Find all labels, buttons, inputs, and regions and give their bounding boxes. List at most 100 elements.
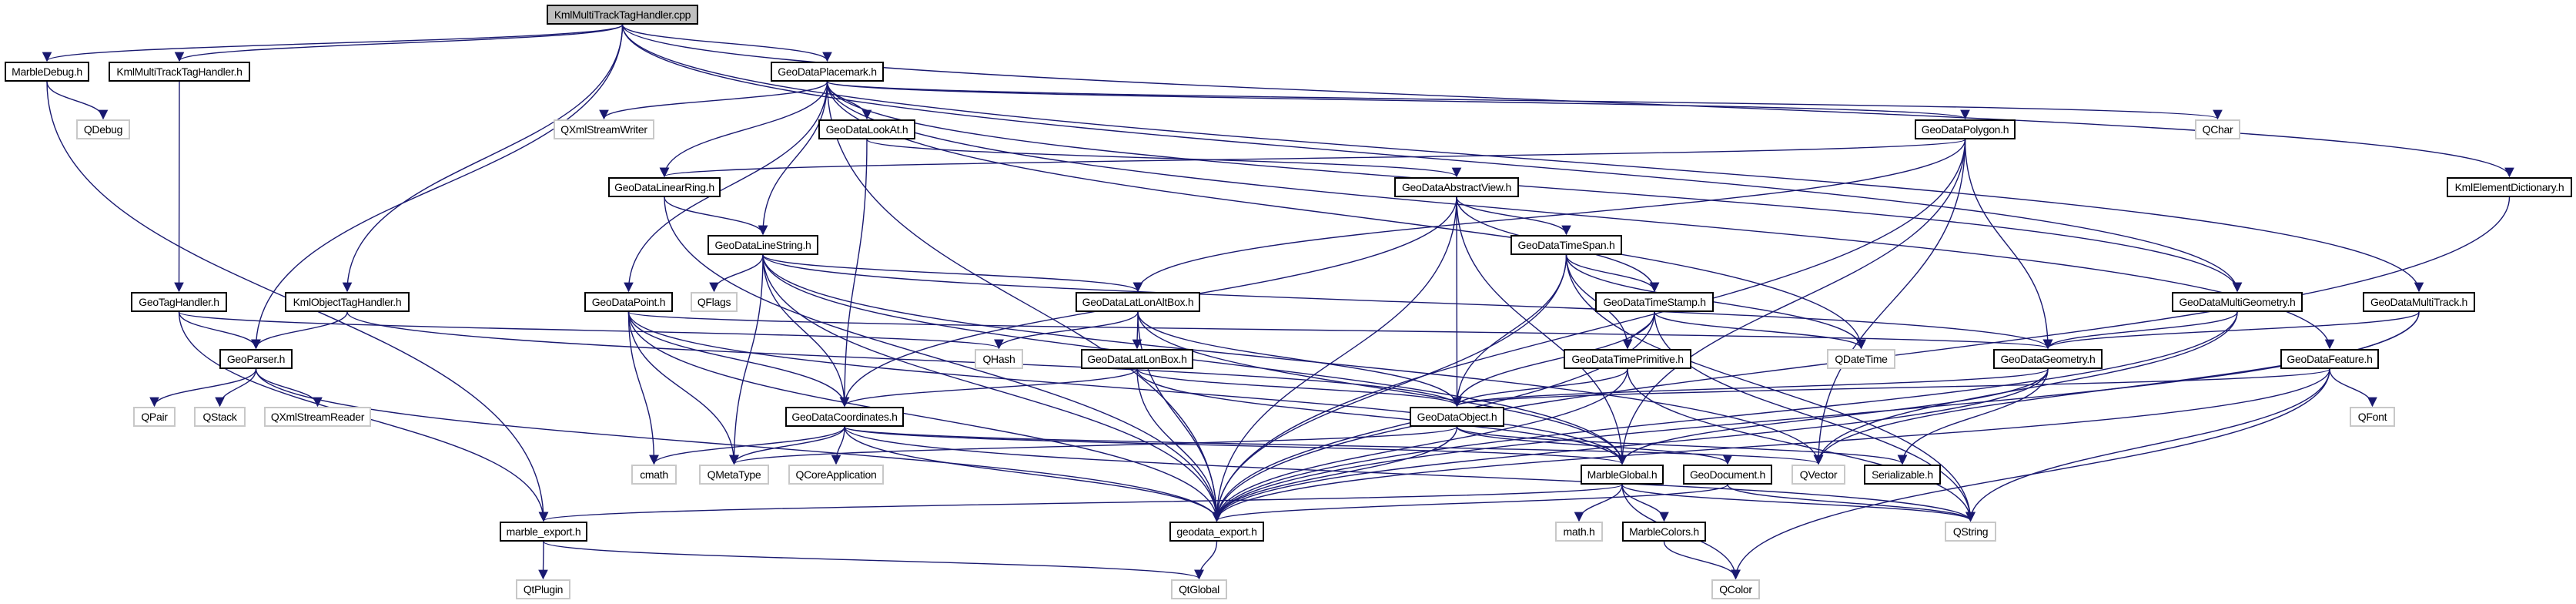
edge-timespan-to-qdatetime <box>1565 254 1866 350</box>
node-geoparser[interactable]: GeoParser.h <box>219 349 293 369</box>
node-label: GeoDataObject.h <box>1417 411 1497 423</box>
node-point[interactable]: GeoDataPoint.h <box>584 292 673 312</box>
node-marbledebug[interactable]: MarbleDebug.h <box>5 62 89 82</box>
node-multigeometry[interactable]: GeoDataMultiGeometry.h <box>2172 292 2303 312</box>
edge-cpp-to-multitrack <box>621 24 2424 293</box>
node-latlonbox[interactable]: GeoDataLatLonBox.h <box>1081 349 1193 369</box>
edge-latlonaltbox-to-qhash <box>994 311 1139 350</box>
node-qmetatype: QMetaType <box>699 465 769 485</box>
node-label: QtPlugin <box>523 583 564 596</box>
node-object[interactable]: GeoDataObject.h <box>1410 407 1504 427</box>
node-linearring[interactable]: GeoDataLinearRing.h <box>608 177 721 197</box>
node-label: GeoParser.h <box>226 353 286 365</box>
node-cmath: cmath <box>631 465 677 485</box>
edge-abstractview-to-geodataexport <box>1212 196 1457 522</box>
node-timestamp[interactable]: GeoDataTimeStamp.h <box>1595 292 1714 312</box>
edge-point-to-geometry <box>627 311 2052 350</box>
node-label: QFlags <box>697 296 731 308</box>
edge-polygon-to-geometry <box>1964 139 2053 350</box>
node-geodataexport[interactable]: geodata_export.h <box>1169 522 1264 542</box>
edge-placemark-to-point <box>624 81 828 293</box>
edge-geoparser-to-geodataexport <box>255 368 1222 522</box>
edge-placemark-to-geodataexport <box>826 81 1222 522</box>
node-latlonaltbox[interactable]: GeoDataLatLonAltBox.h <box>1076 292 1200 312</box>
node-qvector: QVector <box>1791 465 1845 485</box>
node-label: math.h <box>1563 525 1595 538</box>
node-qxmlreader: QXmlStreamReader <box>264 407 371 427</box>
node-label: QXmlStreamReader <box>270 411 365 423</box>
edge-coordinates-to-cmath <box>649 426 845 465</box>
edge-timestamp-to-object <box>1452 311 1655 408</box>
node-label: QXmlStreamWriter <box>560 123 647 136</box>
node-label: QFont <box>2357 411 2387 423</box>
node-linestring[interactable]: GeoDataLineString.h <box>708 235 818 255</box>
node-kmldict[interactable]: KmlElementDictionary.h <box>2447 177 2572 197</box>
edge-abstractview-to-timespan <box>1456 196 1571 236</box>
node-label: GeoTagHandler.h <box>139 296 219 308</box>
edge-linestring-to-geometry <box>762 254 2052 350</box>
node-label: GeoDocument.h <box>1689 468 1766 481</box>
node-lookat[interactable]: GeoDataLookAt.h <box>818 119 915 139</box>
edge-polygon-to-linearring <box>660 139 1966 178</box>
edge-point-to-qmetatype <box>627 311 739 465</box>
node-label: QPair <box>141 411 168 423</box>
edge-cpp-to-kmlmtth <box>174 24 624 62</box>
node-marblecolors[interactable]: MarbleColors.h <box>1622 522 1706 542</box>
node-serializable[interactable]: Serializable.h <box>1864 465 1941 485</box>
edge-placemark-to-polygon <box>826 81 1970 120</box>
node-geotaghandler[interactable]: GeoTagHandler.h <box>131 292 227 312</box>
node-label: GeoDataPlacemark.h <box>778 65 877 78</box>
node-geometry[interactable]: GeoDataGeometry.h <box>1993 349 2103 369</box>
edge-object-to-qmetatype <box>729 426 1458 465</box>
edge-timespan-to-timestamp <box>1565 254 1660 293</box>
edge-polygon-to-latlonaltbox <box>1132 139 1966 293</box>
edge-object-to-geodocument <box>1456 426 1733 465</box>
edge-marbleglobal-to-mathh <box>1574 484 1623 522</box>
edge-polygon-to-qvector <box>1813 139 1966 465</box>
node-label: KmlObjectTagHandler.h <box>293 296 402 308</box>
node-label: QString <box>1952 525 1989 538</box>
edge-kmlobjtag-to-geoparser <box>251 311 348 350</box>
node-label: GeoDataLookAt.h <box>825 123 908 136</box>
node-polygon[interactable]: GeoDataPolygon.h <box>1915 119 2016 139</box>
edge-object-to-serializable <box>1456 426 1908 465</box>
node-label: GeoDataLatLonBox.h <box>1087 353 1187 365</box>
edge-timespan-to-qstring <box>1565 254 1975 522</box>
node-coordinates[interactable]: GeoDataCoordinates.h <box>785 407 904 427</box>
node-label: QDateTime <box>1835 353 1888 365</box>
edge-marbleexport-to-qtglobal <box>543 541 1204 580</box>
node-timeprimitive[interactable]: GeoDataTimePrimitive.h <box>1564 349 1691 369</box>
node-cpp[interactable]: KmlMultiTrackTagHandler.cpp <box>547 5 698 25</box>
node-label: GeoDataAbstractView.h <box>1401 181 1512 193</box>
node-label: GeoDataLatLonAltBox.h <box>1082 296 1194 308</box>
node-label: QHash <box>982 353 1015 365</box>
node-qchar: QChar <box>2195 119 2240 139</box>
edge-timeprimitive-to-qstring <box>1627 368 1975 522</box>
node-kmlmtth[interactable]: KmlMultiTrackTagHandler.h <box>109 62 250 82</box>
edge-latlonbox-to-object <box>1136 368 1462 408</box>
edge-kmlmtth-to-geotaghandler <box>174 81 184 293</box>
edge-feature-to-qfont <box>2329 368 2377 408</box>
edge-multitrack-to-geodataexport <box>1212 311 2420 522</box>
node-kmlobjtag[interactable]: KmlObjectTagHandler.h <box>285 292 410 312</box>
edge-linestring-to-coordinates <box>762 254 850 408</box>
edge-abstractview-to-marbleglobal <box>1456 196 1628 465</box>
edge-linestring-to-qmetatype <box>729 254 764 465</box>
node-qdatetime: QDateTime <box>1827 349 1895 369</box>
node-mathh: math.h <box>1555 522 1603 542</box>
edge-linearring-to-linestring <box>664 196 768 236</box>
node-label: marble_export.h <box>506 525 581 538</box>
edge-placemark-to-qchar <box>826 81 2222 120</box>
node-feature[interactable]: GeoDataFeature.h <box>2280 349 2379 369</box>
node-qtglobal: QtGlobal <box>1171 579 1227 599</box>
node-marbleglobal[interactable]: MarbleGlobal.h <box>1581 465 1664 485</box>
node-abstractview[interactable]: GeoDataAbstractView.h <box>1394 177 1519 197</box>
node-label: QVector <box>1799 468 1838 481</box>
node-geodocument[interactable]: GeoDocument.h <box>1683 465 1772 485</box>
node-label: QMetaType <box>707 468 761 481</box>
node-placemark[interactable]: GeoDataPlacemark.h <box>771 62 884 82</box>
node-marbleexport[interactable]: marble_export.h <box>500 522 587 542</box>
node-label: QtGlobal <box>1179 583 1219 596</box>
node-multitrack[interactable]: GeoDataMultiTrack.h <box>2363 292 2475 312</box>
node-timespan[interactable]: GeoDataTimeSpan.h <box>1510 235 1622 255</box>
